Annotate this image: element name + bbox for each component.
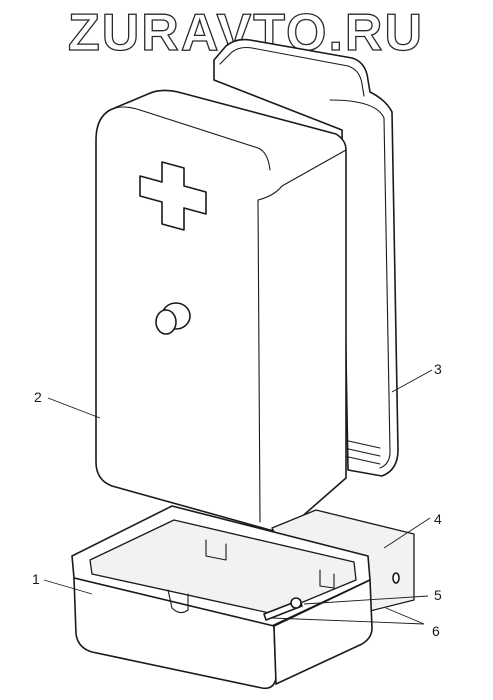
part-5-pin	[263, 597, 303, 621]
callout-2: 2	[34, 389, 42, 405]
part-1-base-box	[71, 505, 373, 690]
callout-1: 1	[32, 571, 40, 587]
red-cross-icon	[139, 161, 207, 231]
watermark-text: ZURAVTO.RU	[68, 4, 424, 62]
callout-6: 6	[432, 623, 440, 639]
callout-3: 3	[434, 361, 442, 377]
latch-button	[155, 302, 191, 335]
callout-4: 4	[434, 511, 442, 527]
callout-5: 5	[434, 587, 442, 603]
part-2-lid	[95, 89, 347, 532]
part-3-inner-tray	[213, 38, 399, 477]
